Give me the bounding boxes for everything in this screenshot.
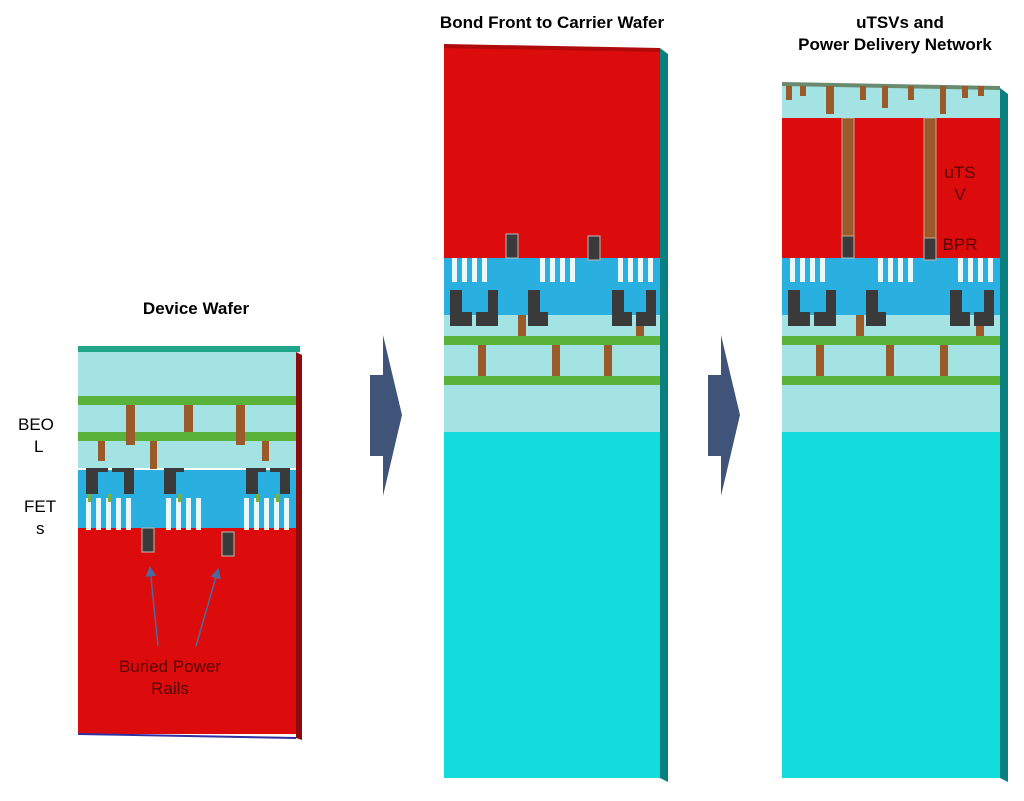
utsv-wafer-block	[782, 82, 1008, 782]
label-bpr-line1: Buried Power	[118, 657, 222, 676]
right-arrow-icon	[370, 335, 402, 496]
label-fets-line2: s	[36, 519, 45, 538]
label-beol-line1: BEO	[18, 415, 54, 434]
title-utsv-line2: Power Delivery Network	[798, 35, 992, 54]
right-arrow-icon	[708, 335, 740, 496]
title-bond-front: Bond Front to Carrier Wafer	[439, 13, 665, 32]
title-device-wafer: Device Wafer	[142, 299, 250, 318]
label-utsv-line2: V	[954, 185, 966, 204]
bonded-wafer-block	[444, 44, 668, 782]
label-fets-line1: FET	[24, 497, 57, 516]
label-bpr-short: BPR	[942, 235, 978, 254]
label-utsv-line1: uTS	[944, 163, 976, 182]
label-beol-line2: L	[34, 437, 44, 456]
device-wafer-block	[77, 346, 302, 740]
label-bpr-line2: Rails	[151, 679, 189, 698]
title-utsv-line1: uTSVs and	[856, 13, 944, 32]
